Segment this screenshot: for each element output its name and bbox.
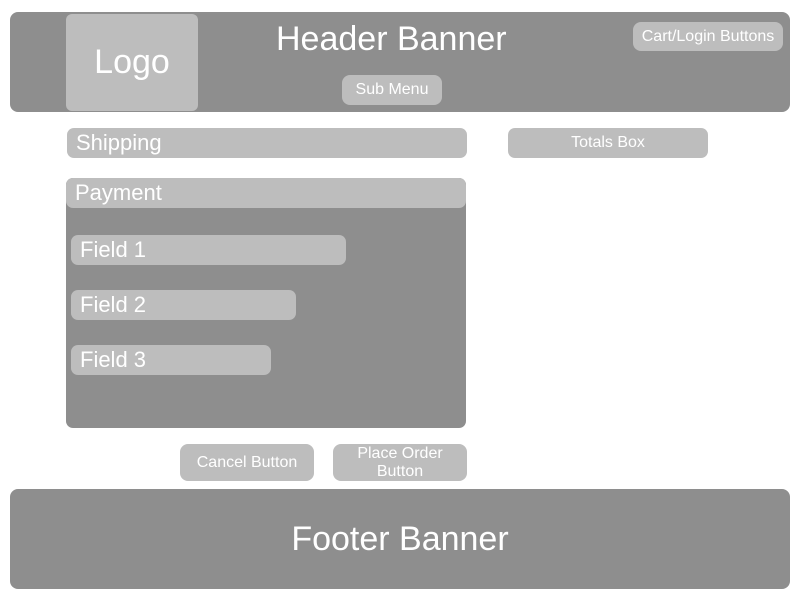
payment-title: Payment bbox=[66, 178, 466, 208]
header-banner: Logo Header Banner Cart/Login Buttons Su… bbox=[10, 12, 790, 112]
place-order-button[interactable]: Place Order Button bbox=[333, 444, 467, 481]
payment-field-3[interactable]: Field 3 bbox=[71, 345, 271, 375]
header-title: Header Banner bbox=[276, 20, 507, 58]
totals-box: Totals Box bbox=[508, 128, 708, 158]
footer-banner: Footer Banner bbox=[10, 489, 790, 589]
payment-field-2[interactable]: Field 2 bbox=[71, 290, 296, 320]
shipping-section[interactable]: Shipping bbox=[67, 128, 467, 158]
payment-panel: Payment Field 1 Field 2 Field 3 bbox=[66, 178, 466, 428]
cart-login-buttons[interactable]: Cart/Login Buttons bbox=[633, 22, 783, 51]
cancel-button[interactable]: Cancel Button bbox=[180, 444, 314, 481]
sub-menu[interactable]: Sub Menu bbox=[342, 75, 442, 105]
logo[interactable]: Logo bbox=[66, 14, 198, 111]
payment-field-1[interactable]: Field 1 bbox=[71, 235, 346, 265]
